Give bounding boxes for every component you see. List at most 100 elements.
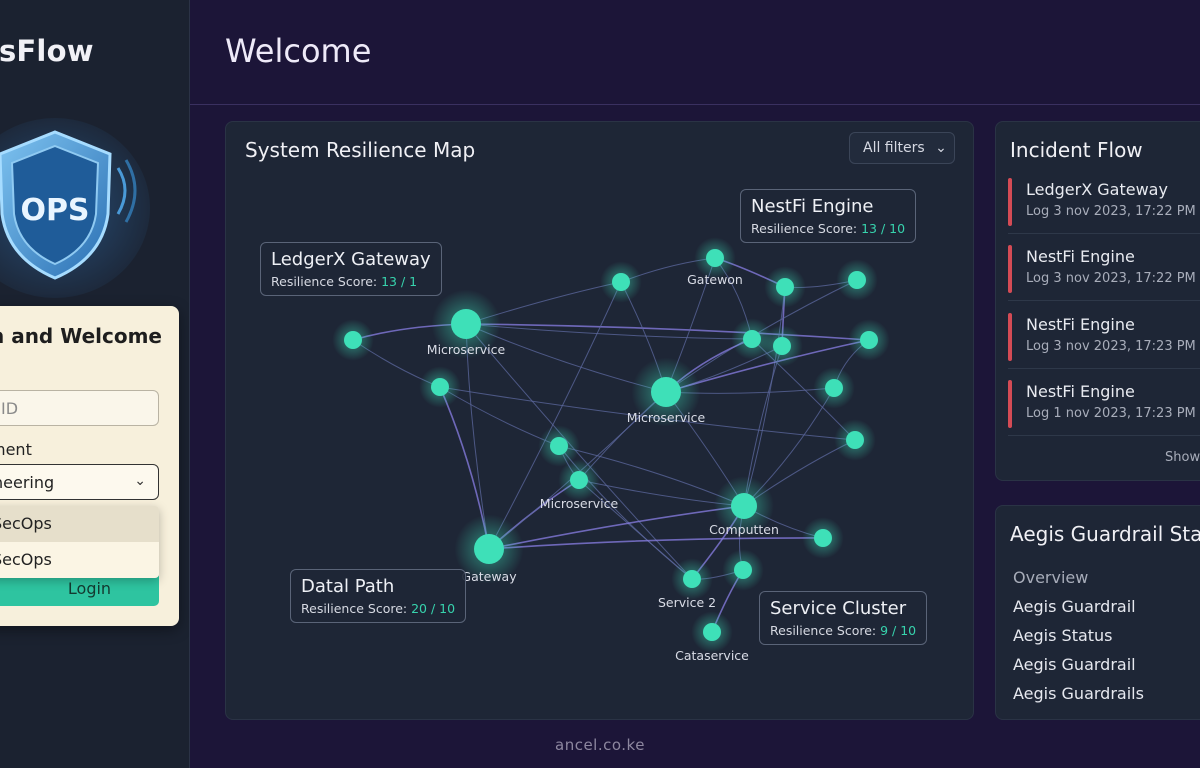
chevron-down-icon: ⌄: [134, 473, 146, 489]
aegis-item-overview[interactable]: Overview: [1013, 568, 1089, 587]
incident-item[interactable]: LedgerX Gateway Log 3 nov 2023, 17:22 PM: [1008, 176, 1200, 234]
node-label: Microservice: [540, 496, 619, 511]
callout-score-label: Resilience Score:: [271, 274, 378, 289]
node-dot: [814, 529, 832, 547]
node-label: Service 2: [658, 595, 716, 610]
node-dot: [776, 278, 794, 296]
callout-score-label: Resilience Score:: [770, 623, 877, 638]
graph-node[interactable]: [848, 319, 890, 361]
incident-date: Log 3 nov 2023, 17:22 PM: [1026, 271, 1196, 286]
callout-score: 13 / 1: [381, 274, 418, 289]
node-dot: [474, 534, 504, 564]
callout-service-cluster[interactable]: Service Cluster Resilience Score: 9 / 10: [759, 591, 928, 645]
graph-node[interactable]: Microservice: [427, 289, 506, 359]
graph-node[interactable]: Cataservice: [675, 611, 749, 663]
graph-edge: [465, 323, 870, 341]
graph-node[interactable]: [836, 259, 878, 301]
callout-datal-path[interactable]: Datal Path Resilience Score: 20 / 10: [290, 569, 467, 623]
incident-item[interactable]: NestFi Engine Log 3 nov 2023, 17:23 PM: [1008, 311, 1200, 369]
callout-name: LedgerX Gateway: [271, 249, 431, 270]
node-dot: [734, 561, 752, 579]
dropdown-option[interactable]: SecOps: [0, 506, 159, 542]
graph-edge: [465, 323, 753, 340]
incident-item[interactable]: NestFi Engine Log 3 nov 2023, 17:22 PM: [1008, 243, 1200, 301]
graph-node[interactable]: [813, 367, 855, 409]
aegis-guardrail-card: Aegis Guardrail Stat Overview Aegis Guar…: [995, 505, 1200, 720]
sidebar: psFlow OPS n and Welcome o ID: [0, 0, 190, 768]
callout-name: NestFi Engine: [751, 196, 874, 217]
callout-score: 9 / 10: [880, 623, 917, 638]
graph-node[interactable]: [764, 266, 806, 308]
node-label: Gateway: [461, 569, 517, 584]
map-title: System Resilience Map: [245, 138, 476, 162]
shield-logo: OPS: [0, 118, 150, 298]
aegis-item[interactable]: Aegis Guardrails: [1013, 684, 1144, 703]
page-title: Welcome: [225, 32, 372, 70]
dropdown-option[interactable]: SecOps: [0, 550, 52, 569]
graph-node[interactable]: [761, 325, 803, 367]
node-dot: [848, 271, 866, 289]
filter-label: All filters: [863, 140, 925, 156]
incident-date: Log 1 nov 2023, 17:23 PM: [1026, 406, 1196, 421]
aegis-item[interactable]: Aegis Status: [1013, 626, 1113, 645]
graph-node[interactable]: Microservice: [627, 357, 706, 427]
callout-name: Service Cluster: [770, 598, 907, 619]
department-dropdown: SecOps SecOps: [0, 506, 159, 578]
node-dot: [743, 330, 761, 348]
graph-node[interactable]: [722, 549, 764, 591]
node-dot: [612, 273, 630, 291]
login-title: n and Welcome: [0, 324, 162, 348]
callout-ledgerx[interactable]: LedgerX Gateway Resilience Score: 13 / 1: [260, 242, 442, 296]
callout-score-label: Resilience Score:: [751, 221, 858, 236]
graph-node[interactable]: [332, 319, 374, 361]
id-input[interactable]: ID: [0, 390, 159, 426]
graph-node[interactable]: [600, 261, 642, 303]
graph-node[interactable]: [834, 419, 876, 461]
alert-indicator: [1008, 178, 1012, 226]
node-dot: [683, 570, 701, 588]
graph-node[interactable]: Computten: [709, 476, 779, 537]
node-dot: [703, 623, 721, 641]
graph-edge: [488, 281, 622, 550]
node-label: Microservice: [627, 410, 706, 425]
node-dot: [570, 471, 588, 489]
department-select[interactable]: neering ⌄: [0, 464, 159, 500]
graph-node[interactable]: [802, 517, 844, 559]
graph-node[interactable]: [538, 425, 580, 467]
alert-indicator: [1008, 245, 1012, 293]
network-graph: MicroserviceGatewonMicroserviceMicroserv…: [332, 237, 890, 663]
node-dot: [344, 331, 362, 349]
show-more-link[interactable]: Show: [1165, 450, 1200, 465]
graph-node[interactable]: Service 2: [658, 558, 716, 610]
chevron-down-icon: ⌄: [935, 140, 947, 156]
department-label: ment: [0, 440, 32, 459]
graph-node[interactable]: Gateway: [454, 514, 524, 585]
callout-name: Datal Path: [301, 576, 395, 597]
header-divider: [190, 104, 1200, 105]
app-brand: psFlow: [0, 34, 94, 68]
aegis-item[interactable]: Aegis Guardrail: [1013, 597, 1136, 616]
incident-date: Log 3 nov 2023, 17:23 PM: [1026, 339, 1196, 354]
incident-item[interactable]: NestFi Engine Log 1 nov 2023, 17:23 PM: [1008, 378, 1200, 436]
login-card: n and Welcome o ID ment neering ⌄ Login …: [0, 306, 179, 626]
incident-flow-card: Incident Flow LedgerX Gateway Log 3 nov …: [995, 121, 1200, 481]
node-dot: [731, 493, 757, 519]
incident-name: NestFi Engine: [1026, 382, 1135, 401]
node-dot: [651, 377, 681, 407]
incident-name: NestFi Engine: [1026, 315, 1135, 334]
graph-node[interactable]: Microservice: [540, 459, 619, 511]
node-dot: [550, 437, 568, 455]
node-dot: [846, 431, 864, 449]
node-dot: [773, 337, 791, 355]
aegis-item[interactable]: Aegis Guardrail: [1013, 655, 1136, 674]
node-label: Computten: [709, 522, 779, 537]
callout-score: 13 / 10: [861, 221, 906, 236]
graph-node[interactable]: [419, 366, 461, 408]
resilience-map-card: System Resilience Map All filters ⌄ Micr…: [225, 121, 974, 720]
shield-text: OPS: [20, 193, 89, 228]
filter-button[interactable]: All filters ⌄: [849, 132, 955, 164]
callout-nestfi[interactable]: NestFi Engine Resilience Score: 13 / 10: [740, 189, 917, 243]
node-dot: [706, 249, 724, 267]
graph-node[interactable]: Gatewon: [687, 237, 743, 287]
node-label: Gatewon: [687, 272, 743, 287]
